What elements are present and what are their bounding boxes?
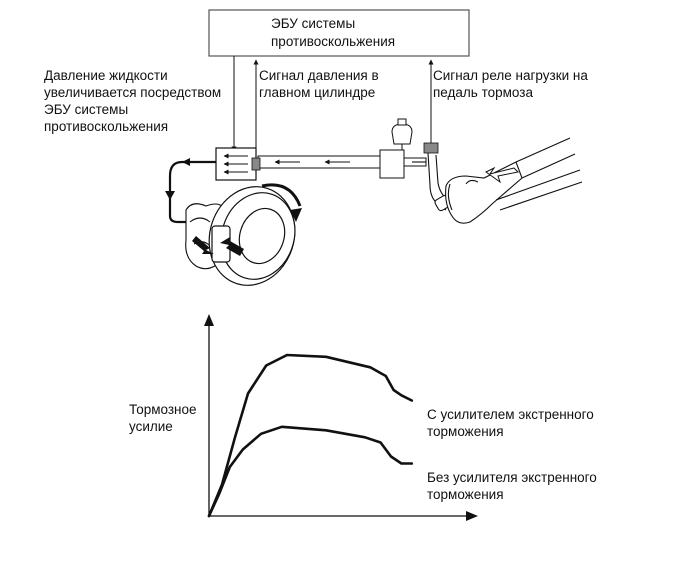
- pad-arrow-left: [192, 236, 214, 254]
- series-with-assist: [207, 353, 414, 518]
- foot-press-arrow: [485, 166, 520, 184]
- x-axis-arrowhead: [466, 511, 478, 521]
- ecu-box: [208, 9, 470, 57]
- pad-arrow-right: [220, 237, 244, 256]
- ecu-box-label: ЭБУ системы противоскольжения: [271, 16, 396, 49]
- brake-pipe: [257, 149, 427, 179]
- master-cylinder: [391, 118, 413, 150]
- disc-rotation-arrow: [261, 183, 302, 207]
- fluid-pressure-label: Давление жидкости увеличивается посредст…: [44, 68, 222, 134]
- pedal-relay-sensor: [423, 142, 439, 154]
- driver-foot: [445, 137, 583, 224]
- signal-lines: [231, 56, 434, 158]
- master-cylinder-signal-label: Сигнал давления в главном цилиндре: [259, 68, 379, 100]
- brake-pedal: [412, 152, 452, 212]
- y-axis-arrowhead: [204, 314, 214, 326]
- actuator-block: [215, 147, 261, 181]
- brake-line-arrow-2: [165, 191, 175, 200]
- brake-line-arrow-1: [182, 158, 190, 166]
- disc-rotation-arrowhead: [290, 208, 302, 222]
- y-axis-label: Тормозное усилие: [129, 402, 197, 434]
- pedal-relay-signal-label: Сигнал реле нагрузки на педаль тормоза: [433, 68, 588, 100]
- brake-force-chart: [204, 314, 478, 521]
- series-label-without-assist: Без усилителя экстренного торможения: [427, 470, 597, 502]
- series-without-assist: [207, 425, 414, 518]
- brake-disc: [208, 186, 296, 286]
- series-label-with-assist: С усилителем экстренного торможения: [427, 407, 594, 439]
- pressure-sensor: [251, 157, 261, 171]
